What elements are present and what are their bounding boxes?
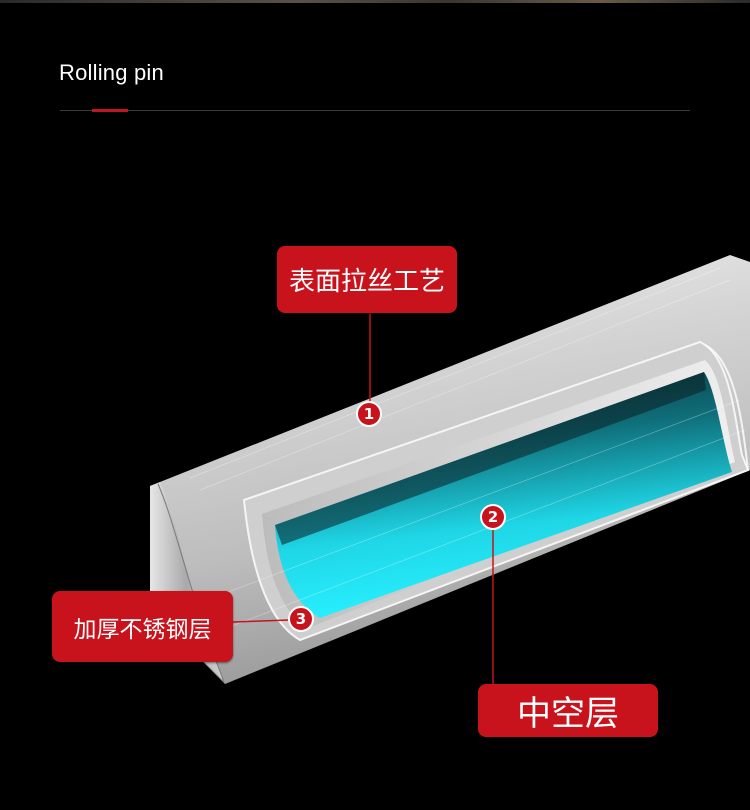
hollow-core (275, 372, 732, 618)
title-underline (60, 110, 690, 111)
callout-badge-2: 2 (480, 504, 506, 530)
top-photo-strip (0, 0, 750, 3)
callout-badge-3: 3 (288, 606, 314, 632)
callout-label-thick-steel: 加厚不锈钢层 (52, 591, 233, 662)
callout-label-hollow-layer: 中空层 (478, 684, 658, 737)
callout-badge-1: 1 (356, 401, 382, 427)
leader-line-3 (232, 619, 290, 623)
title-accent-bar (92, 109, 128, 112)
callout-label-surface-brushing: 表面拉丝工艺 (277, 246, 457, 313)
section-title: Rolling pin (59, 60, 164, 85)
